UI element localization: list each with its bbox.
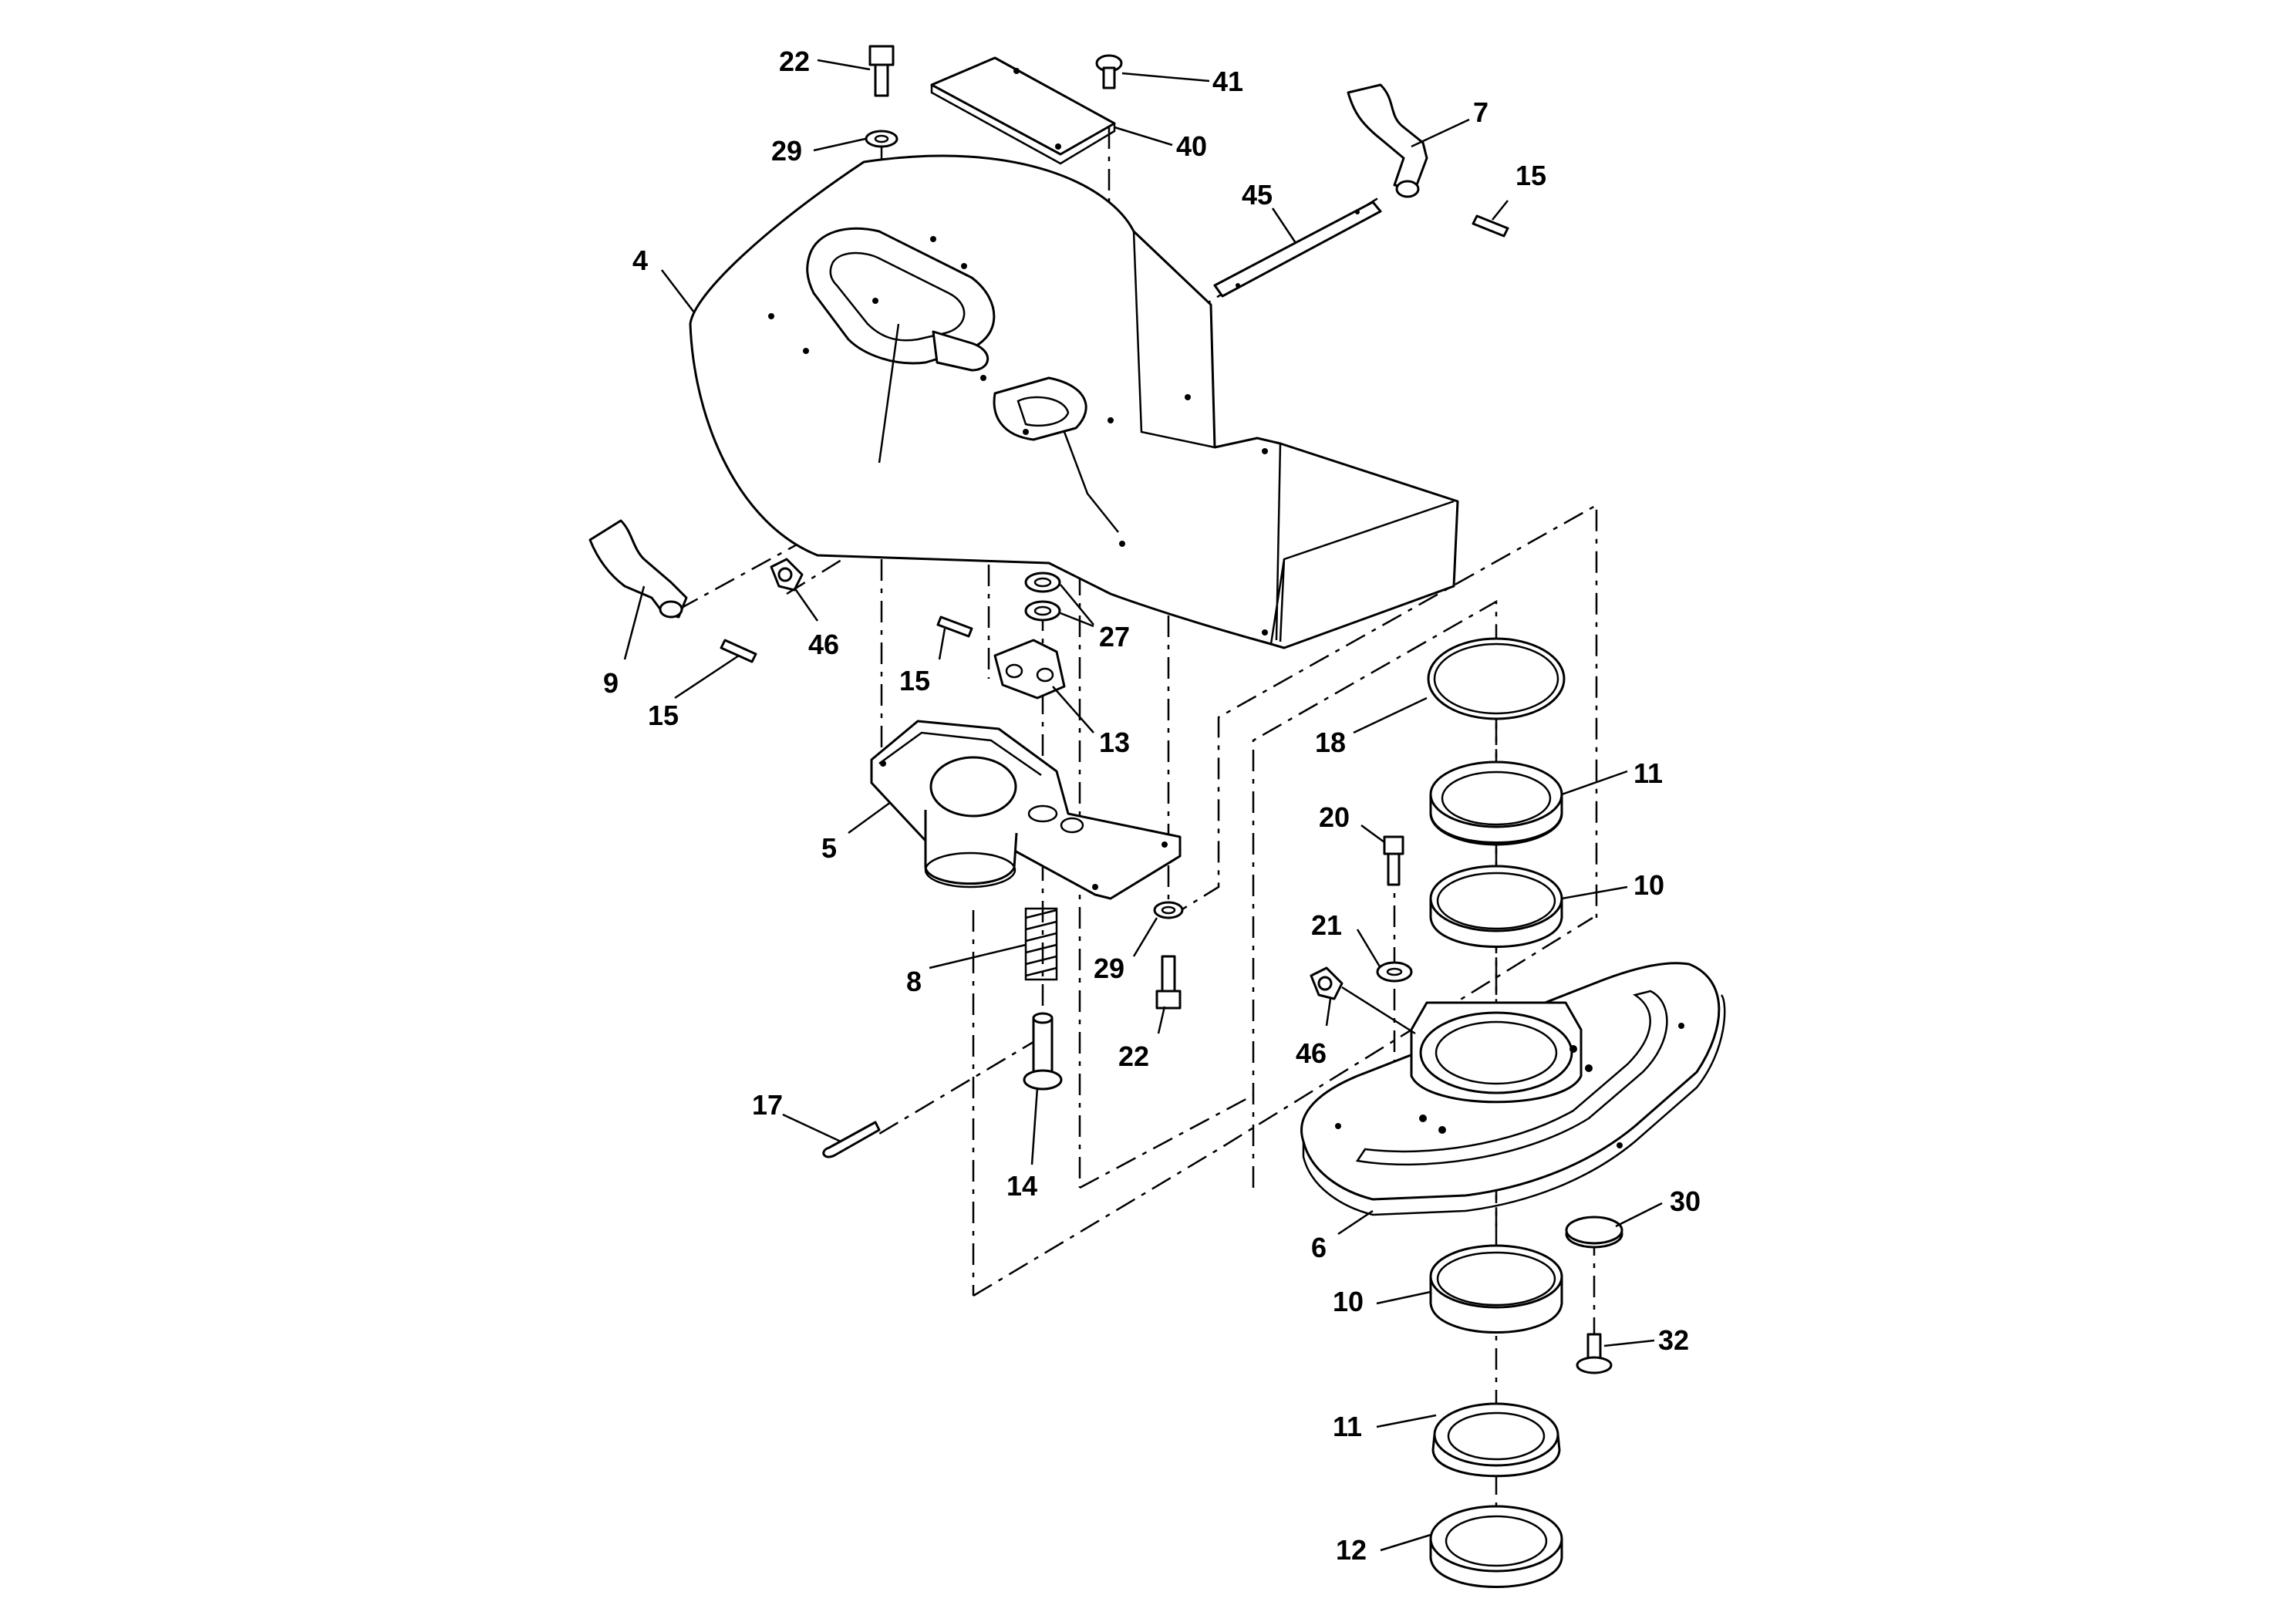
part-17-cotter-pin bbox=[822, 1121, 881, 1158]
callout-15-right: 15 bbox=[1515, 160, 1546, 191]
callout-11-upper: 11 bbox=[1633, 757, 1663, 789]
part-46-grease-nipple-left bbox=[770, 558, 804, 592]
callout-22-top: 22 bbox=[779, 46, 810, 77]
part-18-o-ring bbox=[1427, 637, 1566, 720]
callout-15-left: 15 bbox=[648, 700, 679, 731]
callout-10-upper: 10 bbox=[1633, 869, 1664, 901]
callout-21: 21 bbox=[1311, 909, 1342, 941]
part-32-screw bbox=[1576, 1333, 1613, 1374]
part-27-washers bbox=[1024, 572, 1061, 622]
callout-45: 45 bbox=[1242, 179, 1273, 211]
callout-17: 17 bbox=[752, 1089, 783, 1121]
part-11-bearing-upper bbox=[1429, 760, 1563, 846]
callout-5: 5 bbox=[821, 832, 837, 864]
callout-32: 32 bbox=[1658, 1324, 1689, 1356]
part-10-ring-upper bbox=[1429, 865, 1563, 948]
callout-7: 7 bbox=[1473, 96, 1489, 128]
part-29-washer-lower bbox=[1153, 901, 1184, 919]
part-40-cover-plate bbox=[930, 56, 1116, 165]
callout-14: 14 bbox=[1006, 1170, 1037, 1202]
callout-11-lower: 11 bbox=[1333, 1411, 1362, 1442]
callout-30: 30 bbox=[1670, 1185, 1701, 1217]
callout-29-lower: 29 bbox=[1094, 953, 1124, 984]
part-15-pin-center bbox=[936, 615, 973, 638]
part-15-pin-right bbox=[1472, 214, 1509, 238]
part-22-bolt-lower bbox=[1155, 955, 1182, 1010]
callout-13: 13 bbox=[1099, 727, 1130, 758]
callout-15-center: 15 bbox=[899, 665, 930, 696]
part-41-screw bbox=[1095, 54, 1123, 89]
part-30-spacer bbox=[1565, 1216, 1623, 1249]
part-8-spring bbox=[1024, 907, 1058, 981]
callout-20: 20 bbox=[1319, 801, 1350, 833]
part-5-pivot-plate bbox=[870, 720, 1182, 900]
part-12-lock-nut bbox=[1429, 1505, 1563, 1588]
callout-18: 18 bbox=[1315, 727, 1346, 758]
callout-22-lower: 22 bbox=[1118, 1040, 1149, 1072]
part-15-pin-left bbox=[720, 639, 757, 663]
callout-4: 4 bbox=[632, 244, 648, 276]
part-10-ring-lower bbox=[1429, 1244, 1563, 1334]
part-45-rod bbox=[1213, 201, 1382, 298]
callout-46-left: 46 bbox=[808, 629, 839, 660]
part-14-pin bbox=[1023, 1012, 1063, 1091]
part-13-bracket bbox=[993, 639, 1066, 700]
callout-41: 41 bbox=[1212, 66, 1243, 97]
callout-10-lower: 10 bbox=[1333, 1286, 1364, 1317]
callout-labels: 22 29 41 40 7 15 45 4 9 15 46 15 27 13 5… bbox=[603, 46, 1701, 1566]
callout-40: 40 bbox=[1176, 130, 1207, 162]
part-20-bolt bbox=[1383, 835, 1404, 886]
callout-29-top: 29 bbox=[771, 135, 802, 167]
leader-lines bbox=[623, 59, 1663, 1552]
part-6-carrier-plate bbox=[1300, 962, 1726, 1216]
callout-27: 27 bbox=[1099, 621, 1130, 653]
callout-8: 8 bbox=[906, 966, 922, 997]
part-7-pedal bbox=[1347, 83, 1428, 198]
part-46-grease-nipple-right bbox=[1310, 966, 1344, 1000]
callout-46-right: 46 bbox=[1296, 1037, 1327, 1069]
part-21-washer bbox=[1376, 961, 1413, 983]
part-9-pedal bbox=[588, 519, 688, 619]
part-29-washer-top bbox=[865, 130, 899, 148]
part-4-deck-housing bbox=[689, 154, 1459, 649]
callout-6: 6 bbox=[1311, 1232, 1327, 1263]
part-11-bearing-lower bbox=[1431, 1402, 1561, 1478]
callout-12: 12 bbox=[1336, 1534, 1367, 1566]
callout-9: 9 bbox=[603, 667, 619, 699]
part-22-bolt-top bbox=[868, 45, 895, 97]
